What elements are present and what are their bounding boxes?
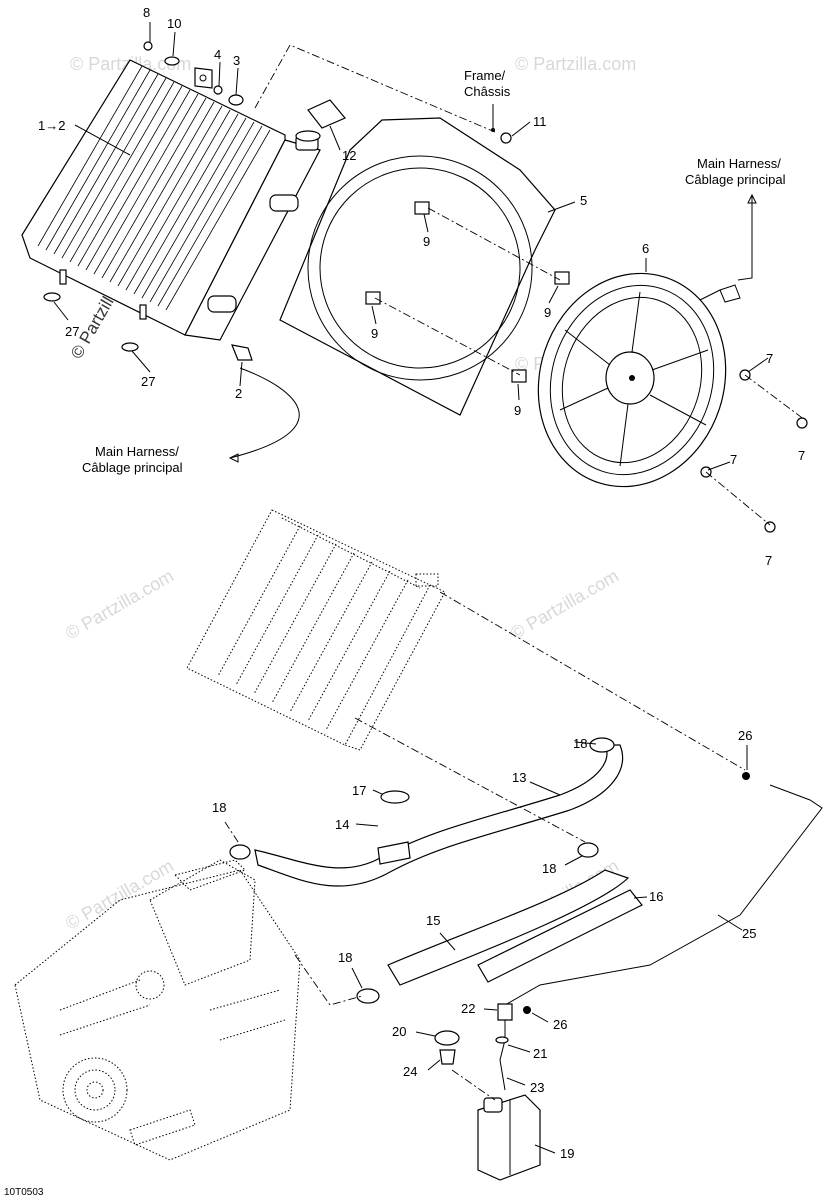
clip-26 bbox=[742, 772, 750, 780]
hoses bbox=[229, 737, 823, 1091]
grommet-27b bbox=[121, 342, 139, 352]
callout-16: 16 bbox=[649, 889, 663, 904]
radiator bbox=[21, 59, 321, 341]
clamp-18 bbox=[589, 737, 615, 753]
callout-9: 9 bbox=[371, 326, 378, 341]
watermark: © Partzilla.com bbox=[62, 565, 177, 643]
washer-10 bbox=[164, 56, 180, 66]
frame-note-fr: Châssis bbox=[464, 84, 511, 99]
frame-note-en: Frame/ bbox=[464, 68, 506, 83]
cooling-fan bbox=[537, 272, 741, 488]
clamp-18 bbox=[229, 844, 251, 860]
callout-12: 12 bbox=[342, 148, 356, 163]
clip-9 bbox=[365, 291, 381, 305]
clamp-18 bbox=[356, 988, 380, 1004]
cap-12 bbox=[307, 99, 346, 129]
clamp-18 bbox=[577, 842, 599, 858]
hardware bbox=[43, 41, 512, 361]
callout-22: 22 bbox=[461, 1001, 475, 1016]
hose-16 bbox=[477, 889, 643, 983]
callout-14: 14 bbox=[335, 817, 349, 832]
callout-10: 10 bbox=[167, 16, 181, 31]
callout-5: 5 bbox=[580, 193, 587, 208]
callout-24: 24 bbox=[403, 1064, 417, 1079]
harness-note-fr: Câblage principal bbox=[685, 172, 786, 187]
harness-note-fr: Câblage principal bbox=[82, 460, 183, 475]
bolt-4 bbox=[213, 85, 223, 95]
nut-11 bbox=[500, 132, 512, 144]
callout-15: 15 bbox=[426, 913, 440, 928]
callout-8: 8 bbox=[143, 5, 150, 20]
phantom-radiator bbox=[186, 509, 446, 751]
leader-lines bbox=[53, 22, 806, 526]
callout-18: 18 bbox=[212, 800, 226, 815]
callout-4: 4 bbox=[214, 47, 221, 62]
notes: Frame/ Châssis Main Harness/ Câblage pri… bbox=[82, 68, 786, 475]
callout-2: 2 bbox=[235, 386, 242, 401]
callout-27: 27 bbox=[65, 324, 79, 339]
callout-7: 7 bbox=[730, 452, 737, 467]
coolant-reservoir bbox=[434, 1030, 541, 1181]
callout-23: 23 bbox=[530, 1080, 544, 1095]
clip-9 bbox=[511, 369, 527, 383]
hose-14 bbox=[377, 841, 411, 865]
watermark: © Partzilla.com bbox=[507, 565, 622, 643]
figure-code: 10T0503 bbox=[4, 1187, 44, 1198]
callout-1-2: 1→2 bbox=[38, 118, 65, 133]
callout-9: 9 bbox=[514, 403, 521, 418]
clip-9 bbox=[554, 271, 570, 285]
clip-26 bbox=[523, 1006, 531, 1014]
callout-6: 6 bbox=[642, 241, 649, 256]
sensor-2 bbox=[231, 344, 253, 361]
callout-labels: 8 10 4 3 1→2 12 11 5 6 9 9 9 9 7 7 7 7 2… bbox=[38, 5, 805, 1161]
overflow-hose-25 bbox=[504, 784, 823, 1006]
bolt-8 bbox=[143, 41, 153, 51]
watermark: © Partzilla.com bbox=[515, 54, 636, 74]
callout-17: 17 bbox=[352, 783, 366, 798]
hose-13 bbox=[254, 744, 624, 887]
callout-18: 18 bbox=[573, 736, 587, 751]
fan-shroud bbox=[279, 117, 570, 416]
callout-21: 21 bbox=[533, 1046, 547, 1061]
phantom-engine bbox=[14, 859, 301, 1161]
grommet-3 bbox=[228, 94, 244, 106]
hose-15 bbox=[387, 869, 630, 986]
callout-9: 9 bbox=[544, 305, 551, 320]
callout-11: 11 bbox=[533, 114, 547, 129]
callout-19: 19 bbox=[560, 1146, 574, 1161]
callout-26: 26 bbox=[738, 728, 752, 743]
hose-23 bbox=[499, 1020, 506, 1091]
cap-20 bbox=[434, 1030, 460, 1046]
callout-20: 20 bbox=[392, 1024, 406, 1039]
adapter-24 bbox=[439, 1049, 456, 1065]
callout-3: 3 bbox=[233, 53, 240, 68]
clamp-17 bbox=[380, 790, 410, 804]
callout-27: 27 bbox=[141, 374, 155, 389]
callout-18: 18 bbox=[542, 861, 556, 876]
callout-9: 9 bbox=[423, 234, 430, 249]
callout-25: 25 bbox=[742, 926, 756, 941]
lower-leaders bbox=[224, 591, 748, 1154]
clip-9 bbox=[414, 201, 430, 215]
callout-7: 7 bbox=[765, 553, 772, 568]
fitting-22 bbox=[497, 1003, 513, 1021]
harness-note-en: Main Harness/ bbox=[697, 156, 781, 171]
callout-7: 7 bbox=[798, 448, 805, 463]
clamp-21 bbox=[495, 1036, 509, 1044]
callout-13: 13 bbox=[512, 770, 526, 785]
callout-7: 7 bbox=[766, 351, 773, 366]
grommet-27a bbox=[43, 292, 61, 302]
callout-26: 26 bbox=[553, 1017, 567, 1032]
callout-18: 18 bbox=[338, 950, 352, 965]
harness-note-en: Main Harness/ bbox=[95, 444, 179, 459]
